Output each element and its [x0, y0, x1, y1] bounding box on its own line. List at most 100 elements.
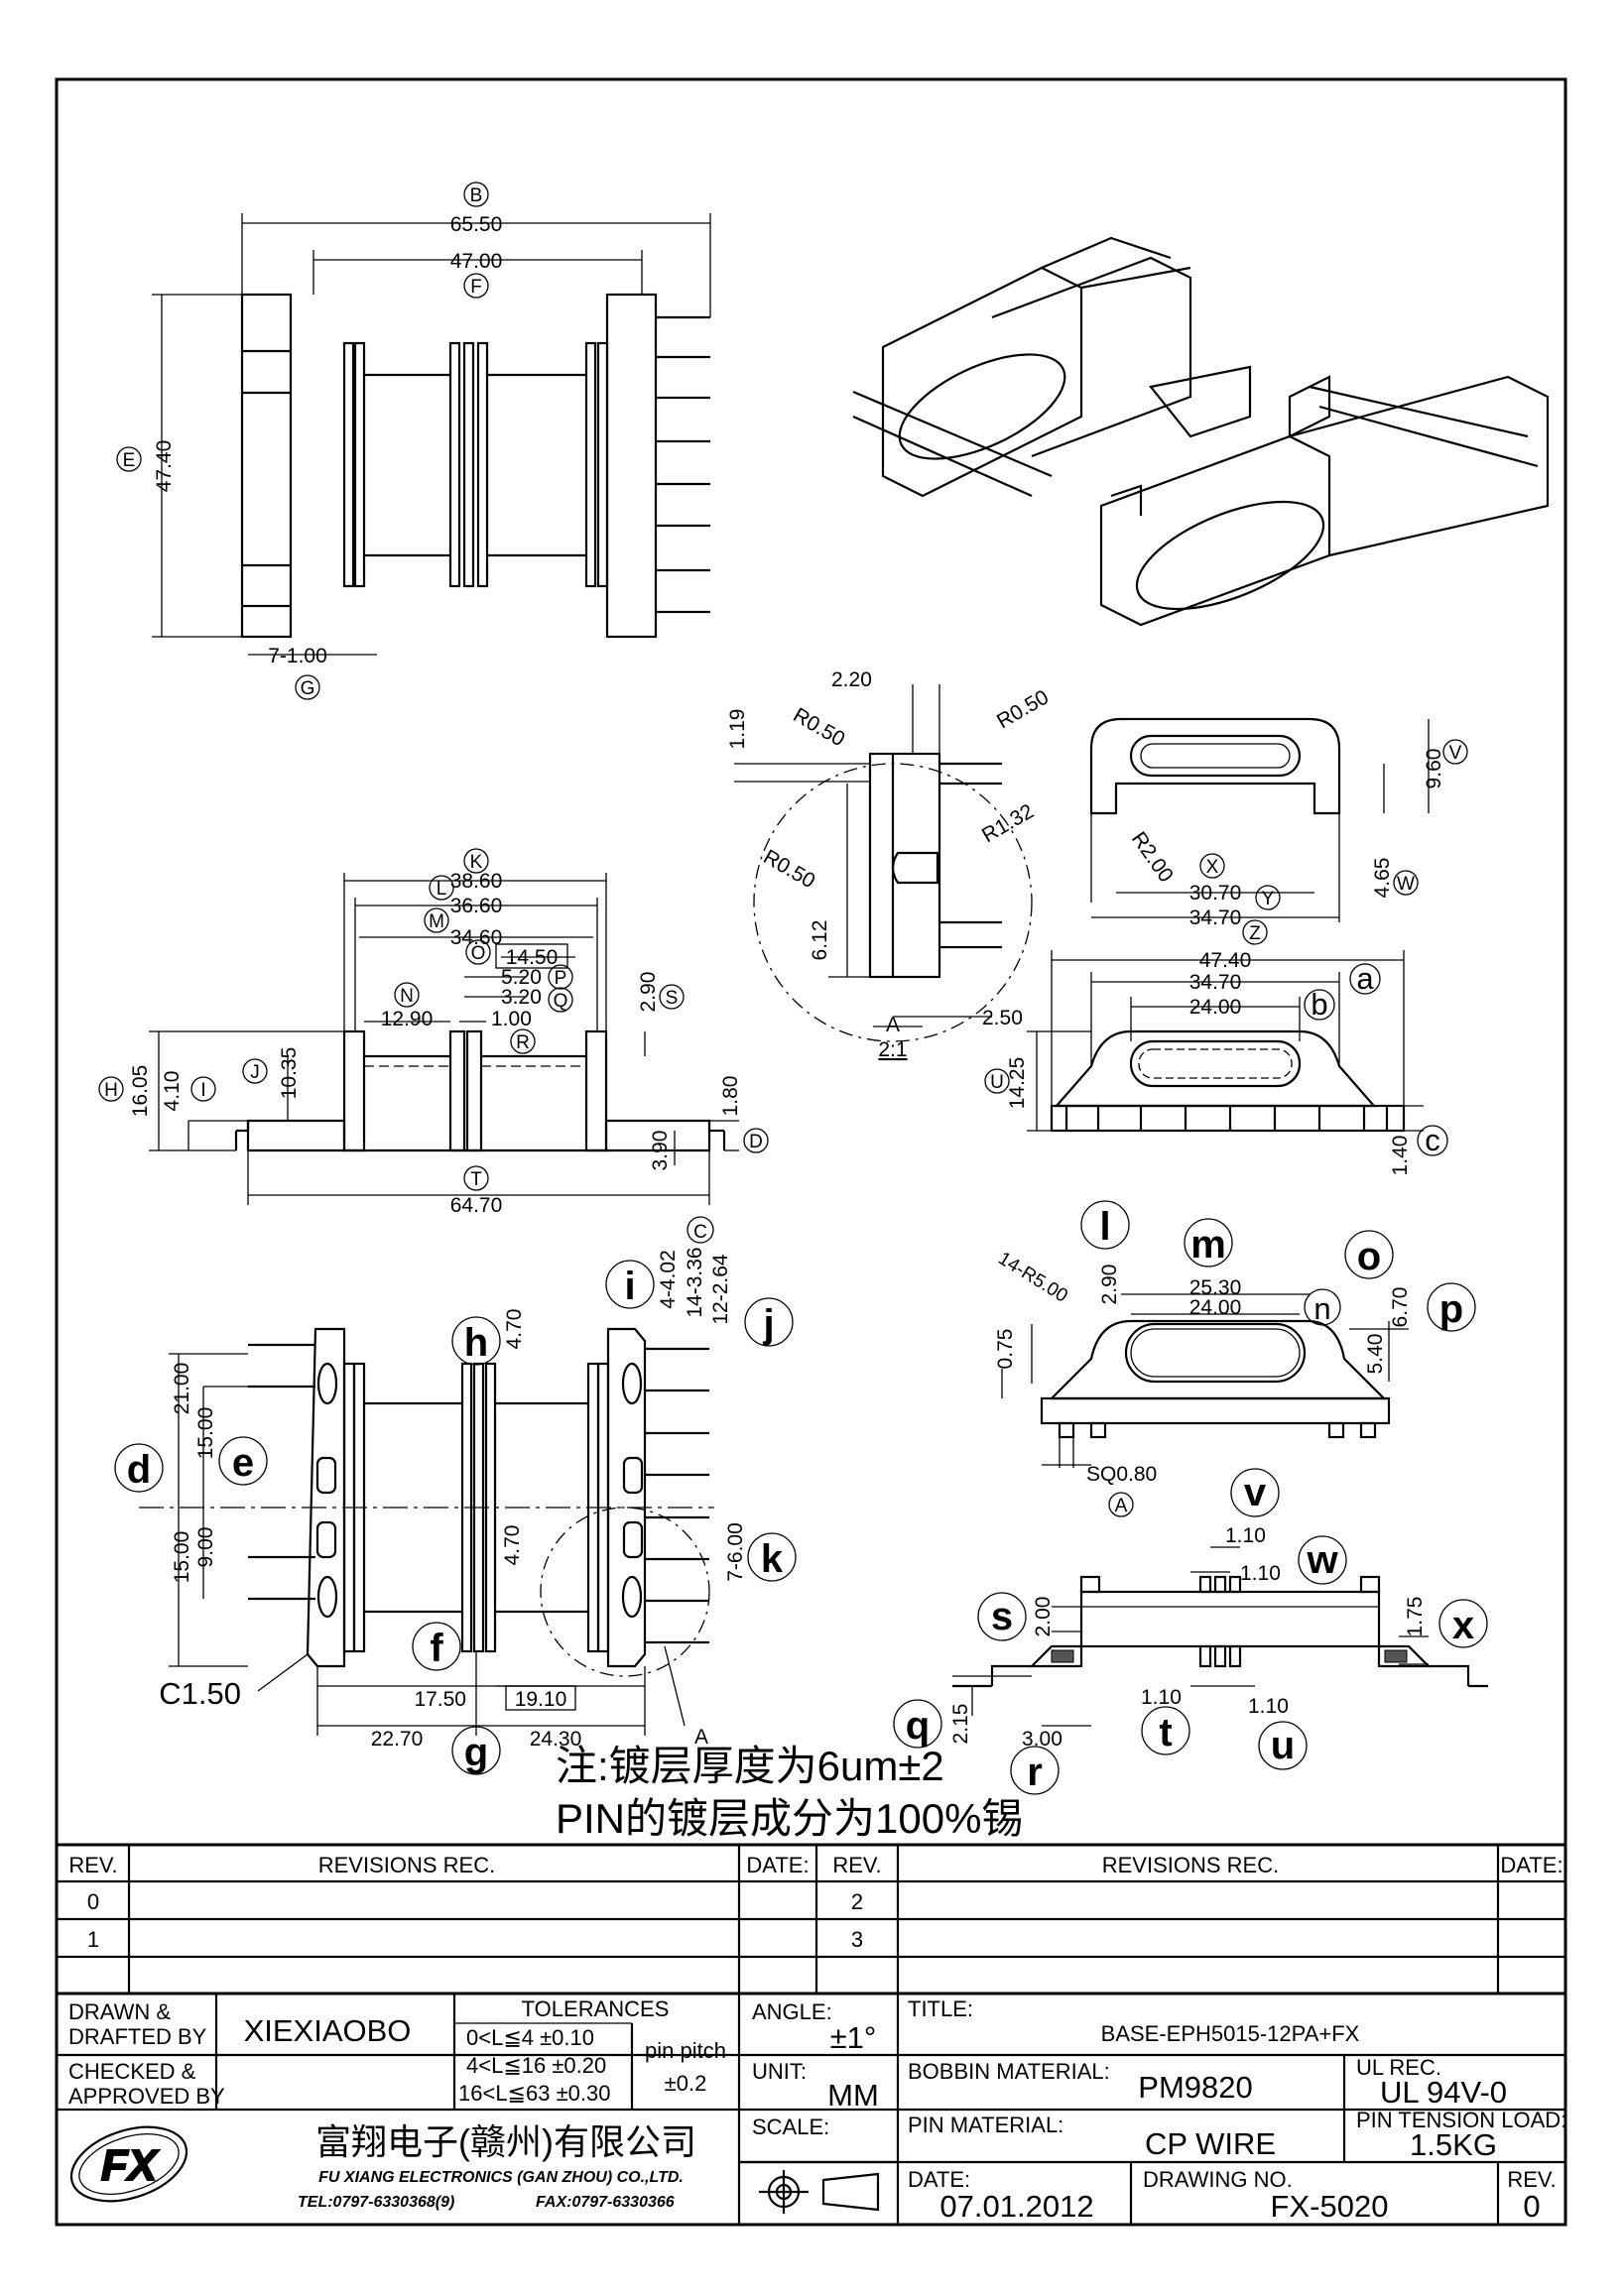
dim-24-00-side: 24.00 [1189, 996, 1242, 1019]
dim-label-k: K [470, 852, 483, 873]
dim-4-65: 4.65 [1371, 858, 1394, 899]
dim-5-20: 5.20 [501, 966, 542, 989]
date-label: DATE: [908, 2167, 970, 2192]
company-fax: FAX:0797-6330366 [536, 2194, 675, 2211]
dim-4-4-02: 4-4.02 [657, 1250, 680, 1309]
dim-1-10-c: 1.10 [1141, 1686, 1182, 1709]
dim-14-3-36: 14-3.36 [684, 1247, 706, 1317]
pin-material-label: PIN MATERIAL: [908, 2113, 1063, 2137]
detail-scale: 2:1 [878, 1038, 907, 1061]
rev-row-1: 1 [87, 1927, 99, 1952]
dim-r0-50-b: R0.50 [993, 685, 1053, 733]
unit-label: UNIT: [752, 2059, 807, 2084]
dim-14-r5-00: 14-R5.00 [994, 1248, 1070, 1306]
dim-30-70: 30.70 [1189, 882, 1242, 905]
dim-label-i-bottom: i [624, 1265, 635, 1308]
dim-64-70: 64.70 [450, 1194, 503, 1217]
dim-1-10-d: 1.10 [1248, 1695, 1289, 1718]
dim-2-90-front: 2.90 [637, 972, 660, 1013]
pin-tension-value: 1.5KG [1410, 2127, 1497, 2162]
dim-label-o-slot: o [1357, 1235, 1381, 1278]
dim-label-v: V [1449, 743, 1462, 764]
dim-6-12: 6.12 [809, 920, 831, 961]
drawn-label: DRAWN &DRAFTED BY [68, 1999, 207, 2049]
dim-6-70: 6.70 [1389, 1287, 1412, 1328]
dim-label-b: B [470, 185, 483, 206]
dim-c1-50: C1.50 [159, 1676, 241, 1711]
dim-7-1-00: 7-1.00 [268, 645, 327, 667]
dim-label-d-bottom: d [127, 1448, 151, 1492]
dim-5-40: 5.40 [1364, 1334, 1387, 1375]
rev-row-3: 3 [851, 1927, 863, 1952]
dim-r2-00: R2.00 [1127, 828, 1178, 887]
dim-47-40-side: 47.40 [1199, 949, 1252, 972]
pin-tension-label: PIN TENSION LOAD: [1356, 2108, 1566, 2132]
title-value: BASE-EPH5015-12PA+FX [1101, 2021, 1360, 2046]
dim-label-h: H [104, 1080, 118, 1101]
dim-label-l: L [437, 879, 447, 900]
rev-header-right: REV. [832, 1853, 881, 1877]
tolerance-row-1: 0<L≦4 ±0.10 [466, 2025, 594, 2050]
dim-label-t-pin: t [1159, 1711, 1172, 1754]
dim-34-70-a: 34.70 [1189, 906, 1242, 929]
company-logo-icon: FX [69, 2125, 188, 2203]
dim-1-10-a: 1.10 [1225, 1524, 1266, 1547]
dim-19-10: 19.10 [515, 1688, 567, 1711]
rev-value: 0 [1523, 2189, 1540, 2224]
tolerance-row-3: 16<L≦63 ±0.30 [458, 2081, 610, 2106]
dim-label-e: E [123, 450, 136, 471]
dim-34-70-b: 34.70 [1189, 971, 1242, 994]
drawing-no-value: FX-5020 [1271, 2189, 1389, 2224]
dim-label-n-slot: n [1313, 1291, 1330, 1326]
drawn-value: XIEXIAOBO [244, 2013, 412, 2048]
dim-r1-32: R1.32 [978, 799, 1038, 847]
dim-label-g: G [301, 678, 315, 699]
dim-24-00-slot: 24.00 [1189, 1296, 1242, 1319]
dim-17-50: 17.50 [414, 1688, 466, 1711]
dim-label-v-pin: v [1244, 1471, 1267, 1514]
scale-label: SCALE: [752, 2115, 829, 2139]
dim-25-30: 25.30 [1189, 1276, 1242, 1299]
side-view: 47.40 34.70 a 24.00 b U 14.25 1.40 c [984, 949, 1448, 1175]
dim-4-70-b: 4.70 [501, 1525, 524, 1566]
dim-2-00-pin: 2.00 [1032, 1597, 1055, 1637]
dim-22-70: 22.70 [371, 1728, 424, 1751]
dim-3-20: 3.20 [501, 986, 542, 1009]
tolerances-label: TOLERANCES [522, 1996, 670, 2021]
dim-4-70-a: 4.70 [503, 1309, 526, 1350]
tolerance-row-2: 4<L≦16 ±0.20 [466, 2053, 606, 2078]
dim-1-00-front: 1.00 [491, 1008, 532, 1030]
dim-1-10-b: 1.10 [1240, 1562, 1281, 1585]
dim-2-15: 2.15 [949, 1704, 972, 1745]
dim-label-y: Y [1262, 889, 1275, 909]
dim-34-60: 34.60 [450, 926, 503, 949]
rev-row-0: 0 [87, 1889, 99, 1914]
dim-38-60: 38.60 [450, 870, 503, 893]
unit-value: MM [827, 2078, 879, 2113]
dim-2-20: 2.20 [831, 668, 872, 691]
company-name-cn: 富翔电子(赣州)有限公司 [315, 2121, 696, 2162]
pin-detail-view: v 1.10 w 1.10 s 2.00 1.75 x 1.10 1.10 q … [893, 1468, 1488, 1795]
dim-3-90: 3.90 [649, 1131, 672, 1171]
bottom-view: 17.50 19.10 22.70 24.30 C1.50 A i 4-4.02… [114, 1247, 797, 1775]
dim-r0-50-a: R0.50 [790, 703, 849, 751]
dim-label-x: X [1206, 857, 1219, 878]
dim-label-w-pin: w [1306, 1538, 1338, 1582]
dim-label-f: F [470, 277, 482, 298]
dim-label-j: J [250, 1062, 260, 1083]
pin-material-value: CP WIRE [1145, 2126, 1276, 2161]
rev-row-2: 2 [851, 1889, 863, 1914]
dim-36-60: 36.60 [450, 895, 503, 917]
angle-label: ANGLE: [752, 1999, 832, 2024]
plating-note-line-2: PIN的镀层成分为100%锡 [556, 1795, 1023, 1842]
bridge-view: 9.60 V R2.00 X 30.70 Y 34.70 4.65 W Z [1089, 717, 1468, 945]
dim-label-r: R [516, 1032, 530, 1053]
logo-text: FX [101, 2141, 160, 2190]
dim-9-00: 9.00 [194, 1527, 217, 1568]
dim-label-g-bottom: g [464, 1731, 488, 1774]
dim-label-q-pin: q [906, 1704, 930, 1748]
slot-view: l m o n p 2.90 25.30 24.00 14-R5.00 5.40… [994, 1200, 1476, 1517]
dim-1-19: 1.19 [726, 709, 749, 750]
dim-label-t: T [470, 1169, 482, 1190]
dim-15-00-a: 15.00 [194, 1407, 217, 1460]
